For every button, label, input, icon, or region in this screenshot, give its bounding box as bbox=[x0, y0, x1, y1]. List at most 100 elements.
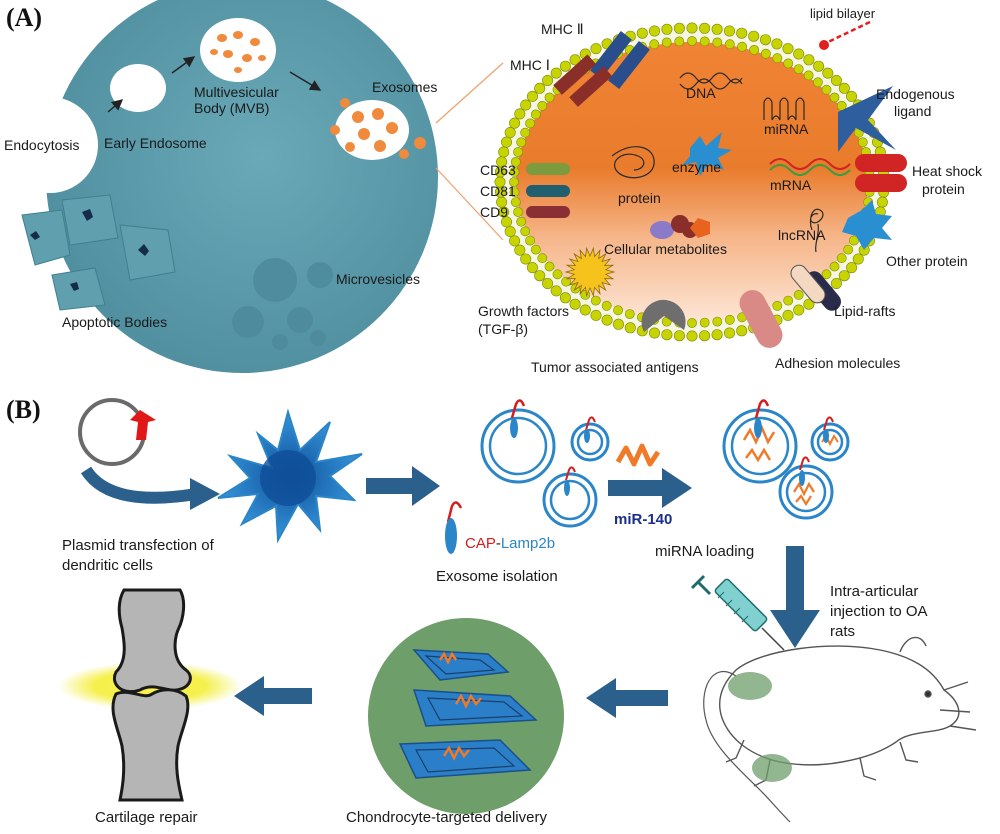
mhc2-protein bbox=[590, 30, 650, 90]
exosome-isolation-label: Exosome isolation bbox=[436, 568, 558, 585]
mirna-cargo bbox=[763, 97, 805, 121]
chondrocyte-delivery-label: Chondrocyte-targeted delivery bbox=[346, 809, 547, 826]
lipid-head-bead bbox=[648, 327, 660, 339]
other-protein-shape bbox=[842, 200, 892, 250]
lipid-head-bead bbox=[813, 77, 823, 88]
lipid-head-bead bbox=[509, 117, 521, 129]
lipid-head-bead bbox=[783, 295, 794, 306]
metabolite-cargo bbox=[650, 215, 710, 239]
apoptotic-bodies bbox=[21, 194, 176, 311]
mrna-label: mRNA bbox=[770, 177, 812, 193]
lipid-head-bead bbox=[550, 67, 562, 79]
lipid-head-bead bbox=[590, 295, 601, 306]
lipid-head-bead bbox=[624, 309, 635, 319]
multivesicular-body bbox=[200, 18, 276, 82]
lipid-head-bead bbox=[699, 22, 711, 34]
lipid-head-bead bbox=[724, 39, 735, 50]
endocytosis-vesicle bbox=[2, 97, 98, 193]
lipid-head-bead bbox=[686, 22, 698, 34]
microvesicles-label: Microvesicles bbox=[336, 271, 420, 287]
early-endosome-label: Early Endosome bbox=[104, 135, 207, 151]
mvb-label-line1: Multivesicular bbox=[194, 84, 279, 100]
growth-factor-shape bbox=[564, 246, 616, 298]
lipid-head-bead bbox=[749, 45, 760, 55]
mvb-label-line2: Body (MVB) bbox=[194, 100, 269, 116]
lipid-raft-shape bbox=[790, 264, 841, 311]
lipid-head-bead bbox=[829, 92, 840, 103]
lipid-head-bead bbox=[544, 261, 555, 272]
lipid-head-bead bbox=[498, 146, 510, 158]
microvesicles bbox=[232, 258, 333, 350]
plasmid-icon bbox=[78, 398, 156, 466]
workflow-arrow-1 bbox=[366, 466, 440, 506]
lipid-head-bead bbox=[687, 318, 697, 328]
lipid-head-bead bbox=[699, 36, 710, 47]
lipid-head-bead bbox=[649, 39, 660, 50]
lipid-head-bead bbox=[516, 216, 527, 227]
rat-illustration bbox=[703, 636, 977, 823]
lipid-head-bead bbox=[852, 253, 864, 265]
lipid-head-bead bbox=[674, 36, 685, 47]
lipid-head-bead bbox=[712, 37, 723, 48]
lipid-head-bead bbox=[761, 48, 771, 59]
lipid-head-bead bbox=[510, 156, 521, 167]
lipid-head-bead bbox=[520, 127, 531, 138]
lipid-head-bead bbox=[552, 269, 563, 280]
lipid-head-bead bbox=[534, 270, 546, 282]
lipid-head-bead bbox=[673, 330, 685, 342]
lipid-head-bead bbox=[771, 38, 783, 50]
plasmid-transfection-label-line1: Plasmid transfection of bbox=[62, 537, 215, 554]
lipid-head-bead bbox=[601, 300, 612, 311]
workflow-arrow-2 bbox=[608, 468, 692, 508]
knee-joint-icon bbox=[58, 588, 242, 802]
lipid-head-bead bbox=[748, 30, 760, 42]
mirna-loading-label: miRNA loading bbox=[655, 543, 754, 560]
exosome-release bbox=[330, 98, 426, 160]
lipid-head-bead bbox=[843, 244, 854, 255]
lncrna-cargo bbox=[809, 208, 824, 253]
protein-cargo bbox=[611, 146, 655, 179]
dendritic-cell bbox=[217, 408, 363, 544]
lipid-head-bead bbox=[530, 244, 541, 255]
lipid-head-bead bbox=[836, 253, 847, 264]
enzyme-cargo bbox=[682, 132, 732, 176]
lipid-head-bead bbox=[737, 41, 747, 52]
lipid-head-bead bbox=[687, 36, 697, 46]
heat-shock-label-line2: protein bbox=[922, 181, 965, 197]
lipid-bilayer-label: lipid bilayer bbox=[810, 6, 876, 21]
lipid-head-bead bbox=[673, 22, 685, 34]
lipid-head-bead bbox=[830, 75, 842, 87]
cd81-label: CD81 bbox=[480, 183, 516, 199]
tumor-antigen-shape bbox=[641, 299, 686, 332]
injection-label-line2: injection to OA bbox=[830, 603, 928, 620]
protein-label: protein bbox=[618, 190, 661, 206]
lipid-head-bead bbox=[537, 253, 548, 264]
lipid-head-bead bbox=[530, 109, 541, 120]
lipid-head-bead bbox=[736, 325, 748, 337]
lipid-head-bead bbox=[782, 309, 794, 321]
lipid-head-bead bbox=[601, 314, 613, 326]
lipid-head-bead bbox=[526, 90, 538, 102]
lipid-head-bead bbox=[534, 82, 546, 94]
lipid-head-bead bbox=[822, 67, 834, 79]
lipid-head-bead bbox=[846, 262, 858, 274]
cap-lamp-separator: - bbox=[496, 535, 501, 552]
lipid-head-bead bbox=[525, 235, 535, 246]
lipid-head-bead bbox=[783, 58, 794, 69]
lamp2b-label: Lamp2b bbox=[501, 535, 555, 552]
mir140-label: miR-140 bbox=[614, 511, 672, 528]
tumor-antigens-label: Tumor associated antigens bbox=[531, 359, 699, 375]
plasmid-transfection-label-line2: dendritic cells bbox=[62, 557, 153, 574]
lipid-head-bead bbox=[559, 60, 571, 72]
workflow-arrow-4 bbox=[586, 678, 668, 718]
endogenous-ligand-label-line1: Endogenous bbox=[876, 86, 955, 102]
workflow-arrow-3 bbox=[770, 546, 820, 648]
growth-factors-label-line1: Growth factors bbox=[478, 303, 569, 319]
lipid-head-bead bbox=[829, 261, 840, 272]
mhc1-protein bbox=[553, 54, 613, 107]
heat-shock-label-line1: Heat shock bbox=[912, 163, 983, 179]
lipid-head-bead bbox=[838, 82, 850, 94]
lipid-head-bead bbox=[624, 322, 636, 334]
tetraspanin-proteins bbox=[526, 163, 570, 218]
lipid-head-bead bbox=[509, 177, 519, 187]
